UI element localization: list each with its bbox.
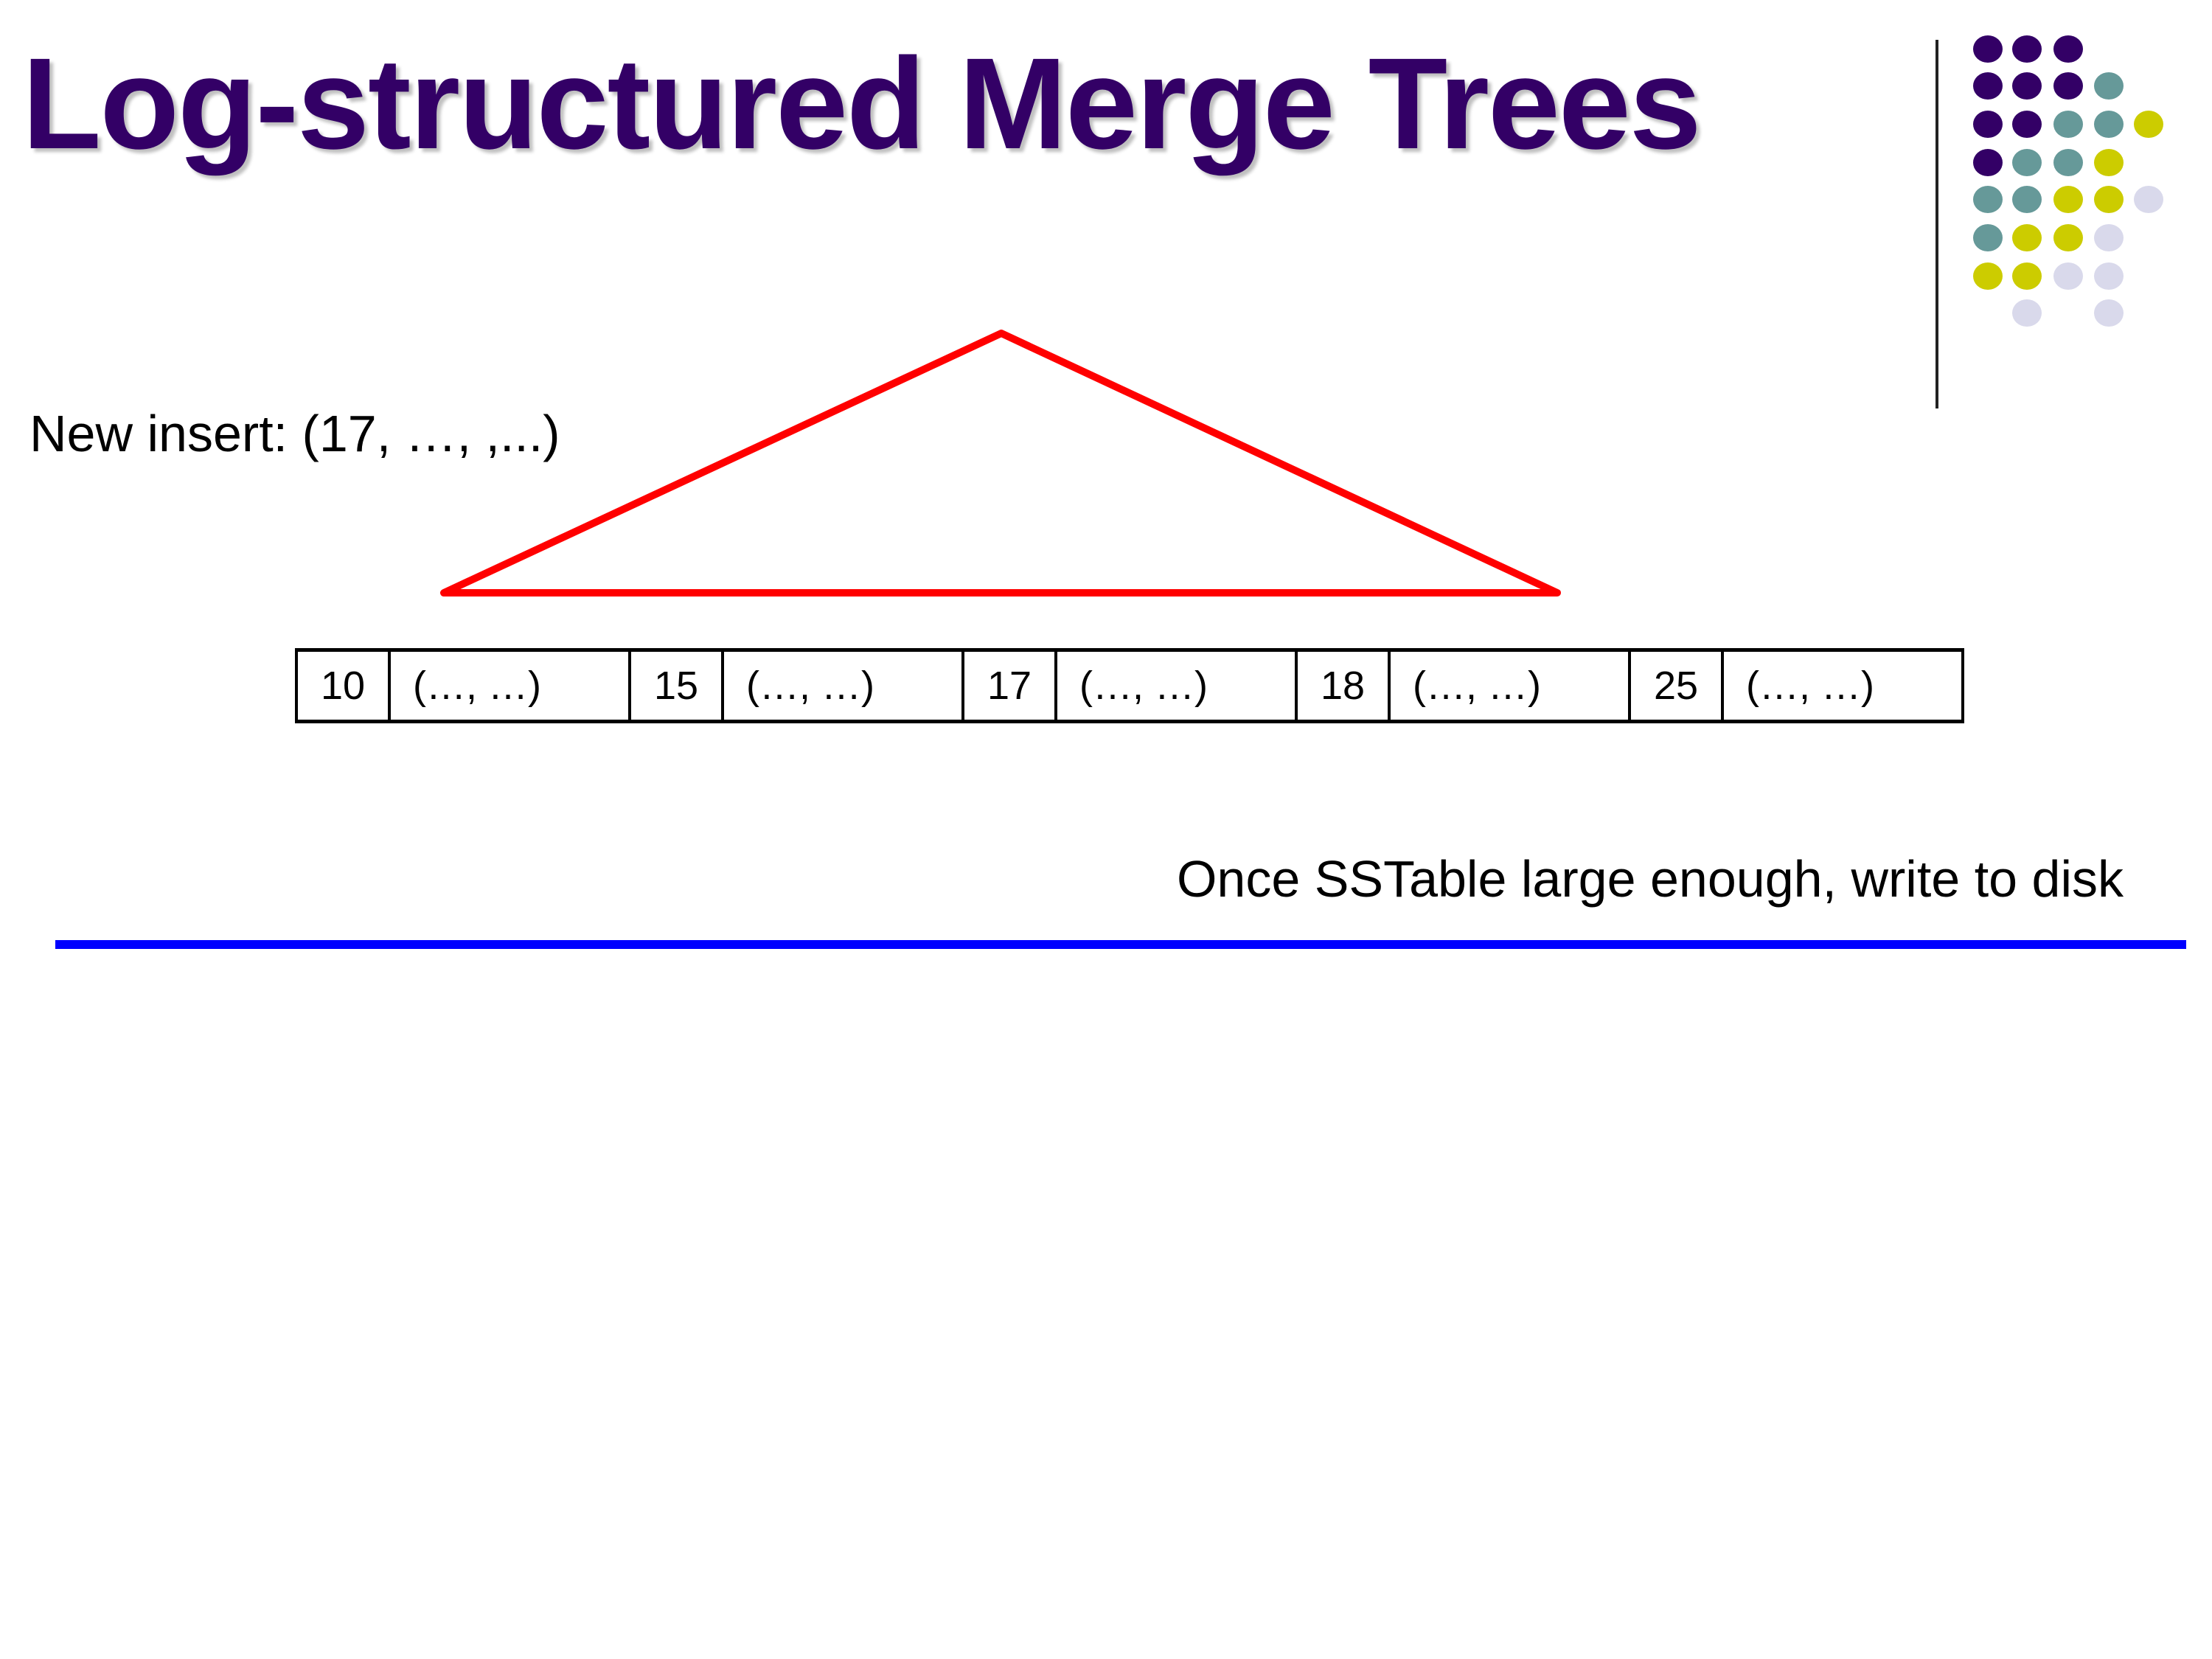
sstable-value: (…, …) bbox=[1057, 652, 1298, 720]
slide-title: Log-structured Merge Trees bbox=[22, 32, 1702, 176]
new-insert-label: New insert: (17, …, ,...) bbox=[29, 405, 560, 462]
tree-triangle-shape bbox=[440, 330, 1561, 597]
decorative-dot bbox=[2094, 72, 2124, 100]
decorative-dot bbox=[2094, 149, 2124, 176]
decorative-dot bbox=[2094, 224, 2124, 251]
decorative-dot bbox=[1973, 262, 2003, 290]
sstable-value: (…, …) bbox=[1391, 652, 1631, 720]
decorative-dot bbox=[2012, 149, 2042, 176]
decorative-dot bbox=[2012, 262, 2042, 290]
decorative-dot bbox=[2012, 299, 2042, 327]
decorative-dot bbox=[2053, 72, 2083, 100]
sstable-key: 15 bbox=[631, 652, 724, 720]
decorative-dot bbox=[2094, 186, 2124, 213]
sstable-value: (…, …) bbox=[724, 652, 964, 720]
decorative-dot bbox=[2053, 224, 2083, 251]
decorative-dot bbox=[2053, 262, 2083, 290]
decorative-dot bbox=[1973, 35, 2003, 63]
sstable-flush-note: Once SSTable large enough, write to disk bbox=[1176, 850, 2124, 908]
decorative-dot bbox=[2053, 111, 2083, 138]
decorative-dot bbox=[2012, 111, 2042, 138]
sstable-key: 18 bbox=[1298, 652, 1391, 720]
horizontal-divider bbox=[55, 940, 2186, 949]
sstable-value: (…, …) bbox=[391, 652, 631, 720]
sstable-key: 17 bbox=[964, 652, 1057, 720]
sstable-value: (…, …) bbox=[1724, 652, 1964, 720]
decorative-dot bbox=[2134, 111, 2163, 138]
memtable-tree-triangle bbox=[440, 330, 1561, 597]
decorative-dot bbox=[2012, 224, 2042, 251]
sstable-key: 25 bbox=[1631, 652, 1724, 720]
decorative-dot bbox=[2012, 186, 2042, 213]
decorative-dot bbox=[1973, 111, 2003, 138]
decorative-dot bbox=[2094, 262, 2124, 290]
sstable-row: 10 (…, …) 15 (…, …) 17 (…, …) 18 (…, …) … bbox=[295, 648, 1964, 723]
decorative-dot bbox=[2053, 186, 2083, 213]
title-divider-vertical bbox=[1935, 40, 1938, 408]
decorative-dot bbox=[2012, 72, 2042, 100]
decorative-dot bbox=[2134, 186, 2163, 213]
decorative-dot bbox=[2053, 149, 2083, 176]
decorative-dot bbox=[1973, 72, 2003, 100]
decorative-dot bbox=[2012, 35, 2042, 63]
decorative-dot bbox=[1973, 149, 2003, 176]
decorative-dot bbox=[2094, 299, 2124, 327]
decorative-dot bbox=[2053, 35, 2083, 63]
decorative-dot bbox=[1973, 224, 2003, 251]
decorative-dot bbox=[2094, 111, 2124, 138]
sstable-key: 10 bbox=[298, 652, 391, 720]
decorative-dot bbox=[1973, 186, 2003, 213]
